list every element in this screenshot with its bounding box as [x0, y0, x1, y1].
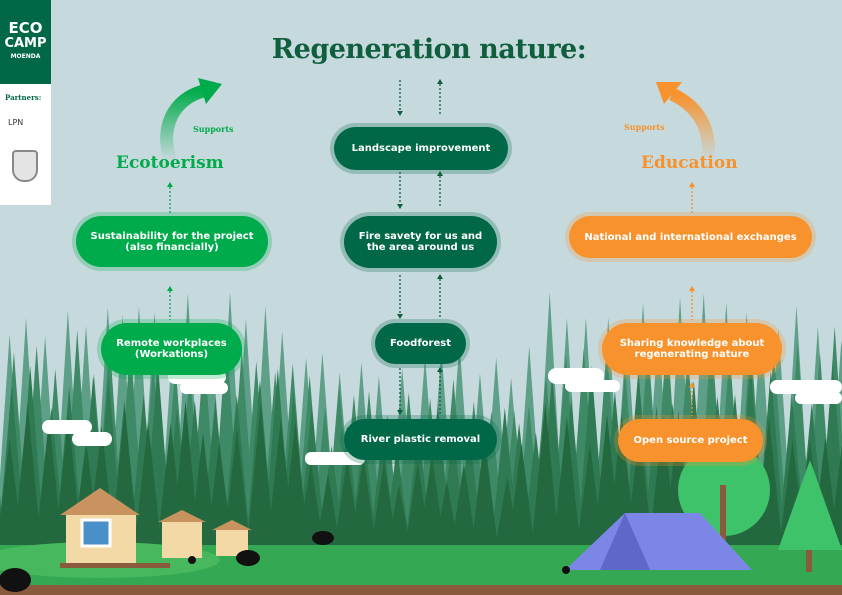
sidebar: ECO CAMP MOENDA Partners: LPN	[0, 0, 51, 205]
arrowhead-icon	[437, 367, 443, 372]
arrowhead-icon	[437, 274, 443, 279]
arrowhead-icon	[437, 171, 443, 176]
tree-icon	[505, 442, 538, 570]
logo-text: CAMP	[4, 36, 47, 51]
tree-icon	[244, 404, 277, 570]
logo-text: MOENDA	[10, 53, 41, 60]
arrowhead-icon	[397, 111, 403, 116]
municipality-crest-icon	[12, 150, 38, 182]
arrowhead-icon	[167, 286, 173, 291]
arrowhead-icon	[397, 204, 403, 209]
tree-icon	[550, 416, 583, 570]
exchanges-pill: National and international exchanges	[569, 216, 812, 258]
landscape-improvement-pill: Landscape improvement	[334, 127, 508, 170]
arrowhead-icon	[437, 79, 443, 84]
tree-icon	[347, 455, 380, 570]
open-source-pill: Open source project	[618, 419, 763, 462]
arrowhead-icon	[167, 182, 173, 187]
partners-label: Partners:	[5, 93, 42, 102]
animals	[0, 531, 570, 592]
fire-safety-pill: Fire savety for us and the area around u…	[344, 216, 497, 268]
foodforest-pill: Foodforest	[375, 323, 466, 364]
supports-arrow-right	[669, 88, 716, 161]
supports-arrow-left	[160, 83, 210, 162]
supports-label-right: Supports	[624, 122, 665, 132]
tree-icon	[468, 436, 501, 570]
tree-icon	[132, 422, 165, 570]
logo-text: ECO	[8, 19, 43, 37]
river-plastic-removal-pill: River plastic removal	[344, 419, 497, 460]
arrowhead-icon	[397, 314, 403, 319]
remote-workplaces-pill: Remote workplaces (Workations)	[101, 323, 242, 375]
tree-icon	[529, 402, 562, 570]
ecotourism-title: Ecotoerism	[116, 153, 224, 173]
arrowhead-icon	[689, 182, 695, 187]
tree-icon	[11, 403, 44, 570]
lpn-logo: LPN	[8, 118, 24, 127]
page-title: Regeneration nature:	[271, 34, 587, 65]
arrowhead-icon	[689, 286, 695, 291]
education-title: Education	[641, 153, 738, 173]
arrowhead-icon	[397, 410, 403, 415]
arrowhead-icon	[689, 382, 695, 387]
sustainability-pill: Sustainability for the project (also fin…	[76, 216, 268, 267]
sharing-knowledge-pill: Sharing knowledge about regenerating nat…	[602, 323, 782, 375]
ecocamp-logo: ECO CAMP MOENDA	[0, 0, 51, 84]
supports-label-left: Supports	[193, 124, 234, 134]
